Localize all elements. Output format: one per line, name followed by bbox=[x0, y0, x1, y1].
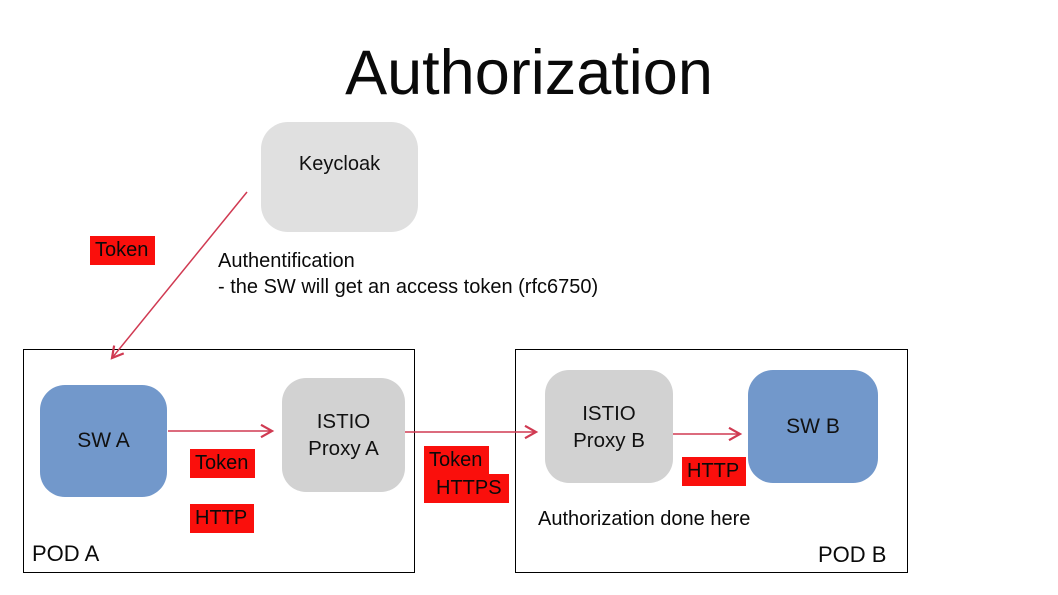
istio-proxy-a-line2: Proxy A bbox=[308, 437, 379, 460]
authentification-note-line1: Authentification bbox=[218, 250, 355, 272]
istio-proxy-b-box: ISTIO Proxy B bbox=[545, 370, 673, 483]
istio-proxy-b-line1: ISTIO bbox=[582, 401, 636, 425]
pod-b-label: POD B bbox=[818, 542, 887, 567]
istio-proxy-b-label: ISTIO Proxy B bbox=[573, 400, 645, 454]
keycloak-label: Keycloak bbox=[298, 153, 381, 175]
sw-a-box: SW A bbox=[40, 385, 167, 497]
sw-a-label: SW A bbox=[77, 429, 130, 452]
sw-b-label: SW B bbox=[786, 414, 840, 438]
token-label-keycloak: Token bbox=[90, 236, 156, 265]
istio-proxy-b-line2: Proxy B bbox=[573, 428, 645, 452]
istio-proxy-a-label: ISTIO Proxy A bbox=[308, 408, 379, 462]
authentification-note-line2: - the SW will get an access token (rfc67… bbox=[218, 276, 599, 298]
sw-b-box: SW B bbox=[748, 370, 878, 483]
authentification-note: Authentification - the SW will get an ac… bbox=[218, 248, 598, 300]
pod-a-label: POD A bbox=[32, 541, 100, 566]
keycloak-box: Keycloak bbox=[261, 122, 418, 232]
token-label-between-pods: Token bbox=[424, 446, 490, 475]
istio-proxy-a-line1: ISTIO bbox=[316, 410, 371, 433]
istio-proxy-a-box: ISTIO Proxy A bbox=[282, 378, 405, 492]
slide-title: Authorization bbox=[345, 38, 713, 108]
authorization-done-note: Authorization done here bbox=[538, 508, 751, 530]
pod-b-box bbox=[515, 349, 908, 573]
token-label-pod-a: Token bbox=[190, 449, 256, 478]
http-label-pod-a: HTTP bbox=[190, 504, 255, 533]
http-label-pod-b: HTTP bbox=[682, 457, 747, 486]
https-label-between-pods: HTTPS bbox=[424, 474, 509, 503]
